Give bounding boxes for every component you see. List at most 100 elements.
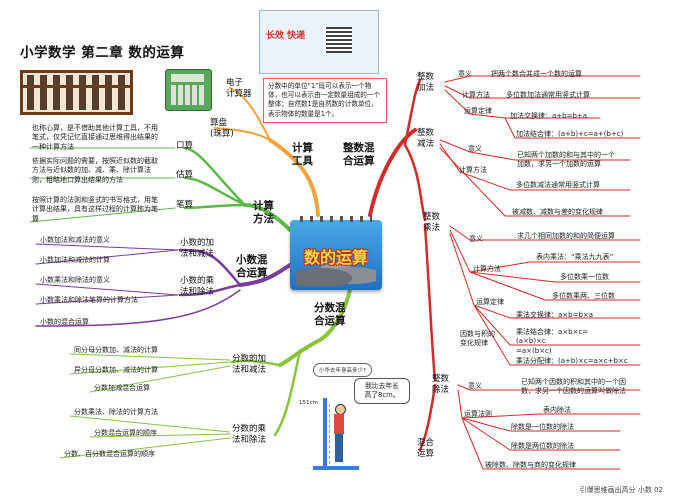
add-assoc-line <box>504 117 641 139</box>
div-rule-line <box>457 389 641 419</box>
small-item-line <box>35 294 179 305</box>
mul-multi-line <box>469 271 641 301</box>
int-mix-label: 混合 运算 <box>417 438 435 460</box>
sub-change-desc: 被减数、减数与差的变化规律 <box>512 208 603 216</box>
add-law-line <box>444 89 601 119</box>
frac-branch-line <box>278 288 352 367</box>
div-change-desc: 被除数、除数与商的变化规律 <box>485 461 576 469</box>
frac-item: 分数、百分数混合运算的顺序 <box>64 450 155 458</box>
mental-desc: 也称心算，是不借助其他计算工具，不用笔式，仅凭记忆直接通过思维得出结果的一种计算… <box>32 124 158 151</box>
small-item: 小数加法和减法的计算 <box>40 256 110 264</box>
branch-mixed-frac: 分数混 合运算 <box>314 302 346 328</box>
abacus-bar <box>23 85 130 88</box>
qr-code-icon <box>326 27 352 53</box>
frac-mul-line <box>273 348 302 437</box>
calculator-keys <box>171 85 204 105</box>
div-meaning-label: 意义 <box>468 382 482 390</box>
sub-change-line <box>439 147 631 217</box>
div-one-line <box>461 417 621 432</box>
e-calculator-label: 电子 计算器 <box>226 78 252 100</box>
frac-item-line <box>69 415 231 433</box>
page-footer: 引爆思维画出高分 小数 02 <box>579 486 663 494</box>
sub-meaning-desc: 已知两个加数的和与其中的一个加数，求另一个加数的运算 <box>517 151 615 169</box>
mul-distributive: 乘法分配律：(a+b)×c=a×c+b×c <box>516 357 628 365</box>
frac-item-line <box>69 353 231 361</box>
frac-item: 分数加减混合运算 <box>94 384 150 392</box>
stones-image <box>296 260 376 286</box>
small-branch-line <box>238 263 292 287</box>
add-commutative: 加法交换律：a+b=b+a <box>510 112 588 120</box>
sub-method-desc: 多位数减法通常用竖式计算 <box>516 181 600 189</box>
sub-meaning-line <box>439 139 631 161</box>
mul-method-line <box>449 229 641 273</box>
div-meaning-desc: 已知两个因数的积和其中的一个因数，求另一个因数的运算叫做除法 <box>521 378 626 396</box>
frac-item: 异分母分数加、减法的计算 <box>74 366 158 374</box>
book-cover-image: 长效 快递 <box>259 10 379 74</box>
method-branch-line <box>243 203 292 232</box>
mul-meaning-line <box>449 225 641 241</box>
abacus-label: 算盘 (珠算) <box>210 118 234 140</box>
small-item: 小数的混合运算 <box>40 318 89 326</box>
mul-one-digit: 多位数乘一位数 <box>560 273 609 281</box>
small-item-line <box>35 289 241 327</box>
written-desc-line <box>29 207 176 223</box>
sub-method-label: 计算方法 <box>459 166 487 174</box>
child-legs <box>335 434 343 462</box>
speech-bubble: 我比去年长 高了8cm。 <box>354 378 410 405</box>
question-bubble: 小华去年身高多少? <box>313 363 372 377</box>
center-node: 数的运算 <box>290 216 382 290</box>
add-associative: 加法结合律：(a+b)+c=a+(b+c) <box>516 130 624 138</box>
small-add-sub-group: 小数的加 法和减法 <box>180 238 215 260</box>
mul-one-line <box>469 271 641 283</box>
factor-change-label: 因数与积的 变化规律 <box>460 330 495 348</box>
frac-add-line <box>230 359 282 367</box>
small-item: 小数加法和减法的意义 <box>40 236 110 244</box>
add-meaning-label: 意义 <box>458 70 472 78</box>
mul-meaning-desc: 求几个相同加数的和的简便运算 <box>517 232 615 240</box>
add-meaning-line <box>444 75 641 83</box>
int-mix-line <box>418 383 437 452</box>
branch-mixed-int: 整数混 合运算 <box>343 142 375 168</box>
mul-associative: 乘法结合律：a×b×c=(a×b)×c =a×(b×c) <box>516 328 589 355</box>
int-add-label: 整数 加法 <box>417 72 435 94</box>
frac-mul-div-group: 分数的乘 法和除法 <box>232 424 267 446</box>
mul-multi-digit: 多位数乘两、三位数 <box>552 292 615 300</box>
div-one-digit: 除数是一位数的除法 <box>511 423 574 431</box>
estimate-line <box>183 176 247 207</box>
small-item-line <box>35 283 179 296</box>
branch-tools: 计算 工具 <box>292 142 313 168</box>
mul-assoc-line <box>473 304 641 346</box>
abacus-image <box>20 70 133 115</box>
div-change-line <box>461 417 621 470</box>
mul-commutative: 乘法交换律：a×b=b×a <box>516 311 594 319</box>
add-law-label: 运算定律 <box>464 107 492 115</box>
mul-law-line <box>449 233 641 319</box>
page-title: 小学数学 第二章 数的运算 <box>20 45 185 61</box>
ruler-image <box>323 398 327 468</box>
calculator-screen <box>171 74 204 82</box>
mul-method-label: 计算方法 <box>473 265 501 273</box>
frac-item: 同分母分数加、减法的计算 <box>74 346 158 354</box>
frac-item-line <box>89 365 231 393</box>
small-item-line <box>35 249 179 265</box>
add-method-desc: 多位数加法通常用竖式计算 <box>506 91 590 99</box>
child-body <box>334 414 344 434</box>
int-mul-line <box>403 143 427 222</box>
calculator-image <box>165 69 212 111</box>
mul-dist-line <box>473 304 641 366</box>
tools-branch-line <box>268 138 320 217</box>
div-two-digit: 除数是两位数的除法 <box>511 442 574 450</box>
written-line <box>183 203 247 210</box>
written-desc: 按照计算的法则和竖式的书写格式，用笔计算出结果，具有这样过程的计算称为笔算 <box>32 196 158 223</box>
div-table: 表内除法 <box>543 406 571 414</box>
int-branch-line <box>368 128 417 217</box>
mental-line <box>183 146 247 207</box>
small-item-line <box>35 243 179 251</box>
child-figure <box>332 404 346 466</box>
int-mul-label: 整数 乘法 <box>423 212 441 234</box>
frac-item: 分数混合运算的顺序 <box>94 429 157 437</box>
mul-meaning-label: 意义 <box>469 235 483 243</box>
int-add-line <box>403 78 422 147</box>
